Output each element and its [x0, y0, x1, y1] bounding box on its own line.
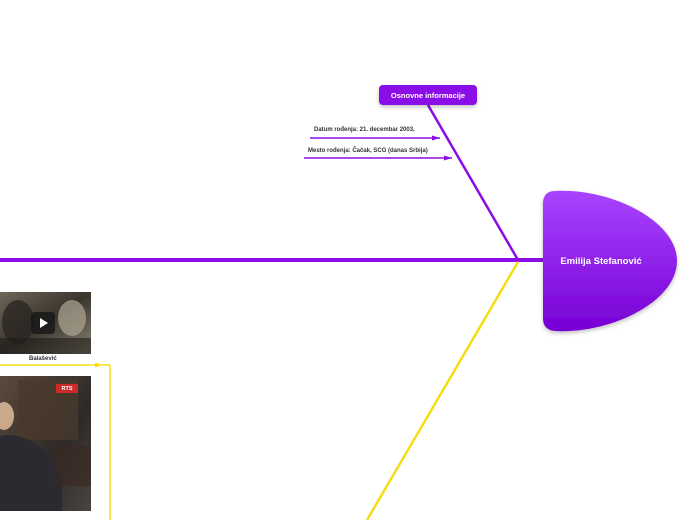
central-topic-label[interactable]: Emilija Stefanović: [560, 255, 642, 267]
media-connector-arrow: [95, 362, 102, 368]
video-caption: Balašević: [29, 356, 57, 362]
sub-branch-arrow-1: [432, 135, 440, 141]
image-thumbnail-picture: [0, 376, 91, 511]
branch-line-yellow: [365, 261, 520, 520]
channel-badge: RTS: [56, 384, 78, 393]
central-topic-shape: [543, 190, 677, 332]
sub-branch-arrow-2: [444, 155, 452, 161]
topic-osnovne-informacije[interactable]: Osnovne informacije: [379, 85, 477, 105]
subtopic-datum-rodjenja[interactable]: Datum rođenja: 21. decembar 2003.: [314, 127, 415, 133]
image-thumbnail[interactable]: RTS: [0, 376, 91, 511]
play-icon: [40, 318, 48, 328]
branch-line-osnovne: [426, 104, 520, 261]
video-thumbnail[interactable]: [0, 292, 91, 354]
subtopic-mesto-rodjenja[interactable]: Mesto rođenja: Čačak, SCG (danas Srbija): [308, 148, 428, 154]
play-button[interactable]: [31, 312, 55, 334]
